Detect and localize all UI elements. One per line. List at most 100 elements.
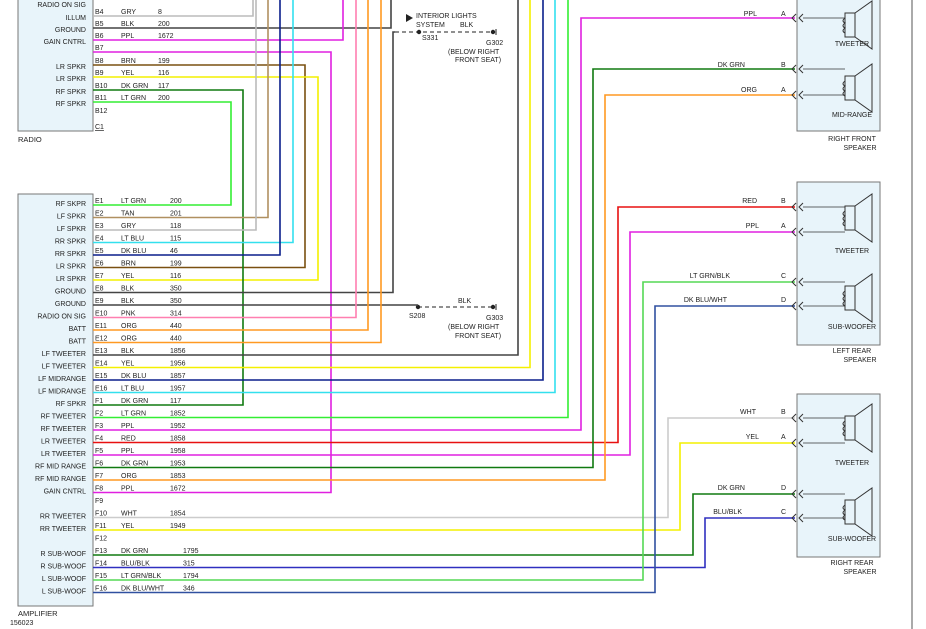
amplifier-pin-id: F4: [95, 436, 103, 443]
speaker-winding-icon: [842, 210, 846, 227]
amplifier-wire-color: DK BLU/WHT: [121, 586, 165, 593]
figure-id: 156023: [10, 620, 33, 627]
speaker-wire-color: WHT: [740, 409, 757, 416]
radio-box: [17, 0, 94, 132]
amplifier-wire-color: WHT: [121, 511, 138, 518]
amplifier-pin-id: F15: [95, 573, 107, 580]
amplifier-pin-id: E1: [95, 198, 104, 205]
speaker-name-2: SPEAKER: [843, 145, 876, 152]
amplifier-pin-label: RR SPKR: [55, 251, 86, 258]
amplifier-wire-circuit: 440: [170, 336, 182, 343]
amplifier-pin-label: L SUB-WOOF: [42, 576, 86, 583]
speaker-wire-terminal: A: [781, 11, 786, 18]
wire-radio-b9: [93, 76, 319, 281]
g302-note-2: FRONT SEAT): [455, 57, 501, 64]
amplifier-wire-color: YEL: [121, 523, 134, 530]
amplifier-pin-label: LF MIDRANGE: [38, 376, 86, 383]
speaker-box: [796, 181, 881, 346]
amplifier-pin-label: LF TWEETER: [42, 351, 86, 358]
terminal-chevron-icon: [791, 227, 797, 237]
amplifier-pin-id: E8: [95, 286, 104, 293]
wire-amp-e5: [93, 0, 281, 256]
amplifier-wire-circuit: 440: [170, 323, 182, 330]
speaker-winding-icon: [842, 17, 846, 34]
speaker-cone-icon: [854, 0, 873, 50]
amplifier-wire-circuit: 118: [170, 223, 181, 230]
speaker-wire-terminal: D: [781, 485, 786, 492]
amplifier-pin-id: F6: [95, 461, 103, 468]
ground-g303: G303: [486, 315, 503, 322]
amplifier-wire-circuit: 1958: [170, 448, 186, 455]
interior-wire-color: BLK: [460, 22, 474, 29]
amplifier-wire-color: LT GRN: [121, 198, 146, 205]
amplifier-wire-circuit: 1952: [170, 423, 186, 430]
splice-s208-dot: [415, 304, 421, 310]
ground-g302-dot: [490, 29, 496, 35]
radio-wire-circuit: 1672: [158, 33, 174, 40]
amplifier-wire-color: LT GRN: [121, 411, 146, 418]
speaker-winding-icon: [842, 290, 846, 307]
ground2-wire-color: BLK: [458, 298, 472, 305]
amplifier-pin-label: LR TWEETER: [41, 439, 86, 446]
terminal-chevron-icon: [798, 438, 804, 448]
amplifier-wire-circuit: 1794: [183, 573, 199, 580]
amplifier-pin-id: E6: [95, 261, 104, 268]
amplifier-wire-circuit: 1956: [170, 361, 186, 368]
interior-lights-label: INTERIOR LIGHTS: [416, 13, 477, 20]
speaker-wire-terminal: A: [781, 87, 786, 94]
speaker-wire-terminal: B: [781, 62, 786, 69]
amplifier-wire-circuit: 1852: [170, 411, 186, 418]
terminal-chevron-icon: [791, 438, 797, 448]
radio-pin-label: RF SPKR: [56, 101, 86, 108]
speaker-cone-icon: [854, 403, 873, 453]
radio-pin-label: GAIN CNTRL: [44, 39, 87, 46]
radio-pin-label: RADIO ON SIG: [37, 2, 86, 9]
amplifier-pin-label: GROUND: [55, 301, 86, 308]
amplifier-pin-id: F9: [95, 498, 103, 505]
amplifier-wire-color: DK BLU: [121, 248, 146, 255]
amplifier-pin-label: RF SPKR: [56, 401, 86, 408]
speaker-name: LEFT REAR: [833, 348, 871, 355]
radio-pin-id: B5: [95, 21, 104, 28]
amplifier-wire-color: BLK: [121, 348, 135, 355]
wire-amp-f15: [93, 281, 795, 581]
speaker-wire-color: ORG: [741, 87, 757, 94]
amplifier-wire-color: PNK: [121, 311, 136, 318]
wire-amp-f6: [93, 68, 795, 469]
amplifier-wire-circuit: 46: [170, 248, 178, 255]
amplifier-wire-color: ORG: [121, 323, 137, 330]
amplifier-pin-id: F3: [95, 423, 103, 430]
speaker-winding-icon: [842, 80, 846, 97]
amplifier-pin-label: RR TWEETER: [40, 514, 86, 521]
radio-wire-circuit: 199: [158, 58, 170, 65]
amplifier-wire-circuit: 1854: [170, 511, 186, 518]
radio-wire-circuit: 117: [158, 83, 169, 90]
amplifier-pin-label: R SUB-WOOF: [41, 564, 87, 571]
radio-pin-id: B9: [95, 70, 104, 77]
amplifier-wire-circuit: 1858: [170, 436, 186, 443]
amplifier-pin-id: F16: [95, 586, 107, 593]
wire-amp-e14: [93, 0, 531, 369]
amplifier-pin-label: LF SPKR: [57, 214, 86, 221]
wire-radio-b5: [93, 0, 392, 29]
amplifier-wire-circuit: 200: [170, 198, 182, 205]
amplifier-wire-color: LT GRN/BLK: [121, 573, 162, 580]
speaker-unit-label: MID-RANGE: [832, 112, 872, 119]
wire-amp-e12: [93, 0, 382, 344]
amplifier-pin-id: E11: [95, 323, 107, 330]
amplifier-pin-id: F13: [95, 548, 107, 555]
radio-wire-color: DK GRN: [121, 83, 148, 90]
terminal-chevron-icon: [798, 227, 804, 237]
wire-radio-b7: [93, 51, 332, 494]
terminal-chevron-icon: [798, 64, 804, 74]
splice-s331: S331: [422, 35, 438, 42]
wire-amp-e3: [93, 0, 257, 231]
amplifier-wire-circuit: 1857: [170, 373, 186, 380]
amplifier-wire-circuit: 201: [170, 211, 182, 218]
wire-radio-b8: [93, 64, 306, 269]
amplifier-pin-id: F1: [95, 398, 103, 405]
terminal-chevron-icon: [798, 13, 804, 23]
amplifier-pin-label: BATT: [69, 339, 87, 346]
amplifier-box: [17, 193, 94, 607]
radio-pin-label: LR SPKR: [56, 76, 86, 83]
